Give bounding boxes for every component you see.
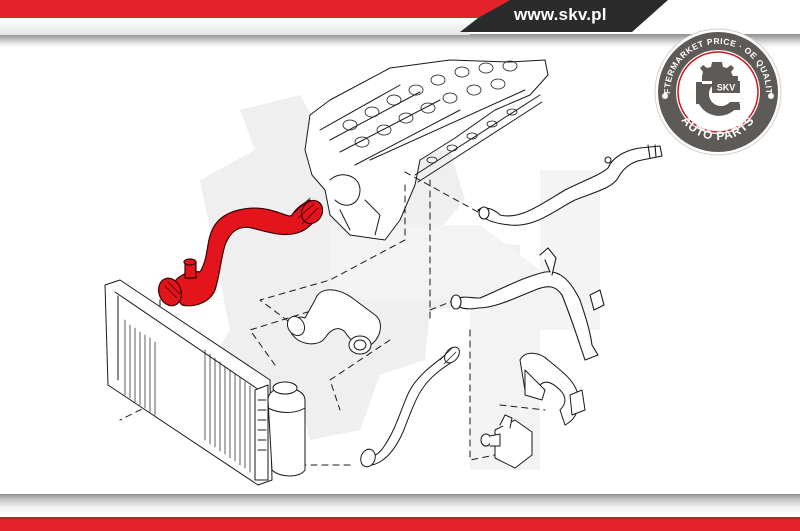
badge-brand-text: SKV [717, 83, 736, 93]
skv-auto-parts-badge: AFTERMARKET PRICE · OE QUALITY AUTO PART… [652, 26, 782, 156]
coolant-expansion-tank [267, 381, 306, 477]
lower-radiator-hose [360, 346, 460, 468]
gear-e-icon [696, 62, 740, 116]
thermostat-hose [286, 289, 381, 355]
header-banner [0, 0, 800, 50]
footer-banner [0, 494, 800, 531]
heater-hose-lower [519, 352, 586, 426]
coolant-pipe-assembly [450, 247, 605, 361]
website-url[interactable]: www.skv.pl [514, 5, 607, 24]
footer-red-band [0, 517, 800, 531]
engine-cylinder-head [304, 59, 549, 241]
footer-gray-band [0, 494, 800, 516]
radiator [104, 279, 273, 486]
heater-hose-upper [477, 144, 663, 226]
water-pump-valve [480, 414, 533, 469]
radiator-upper-coolant-hose [158, 197, 324, 307]
